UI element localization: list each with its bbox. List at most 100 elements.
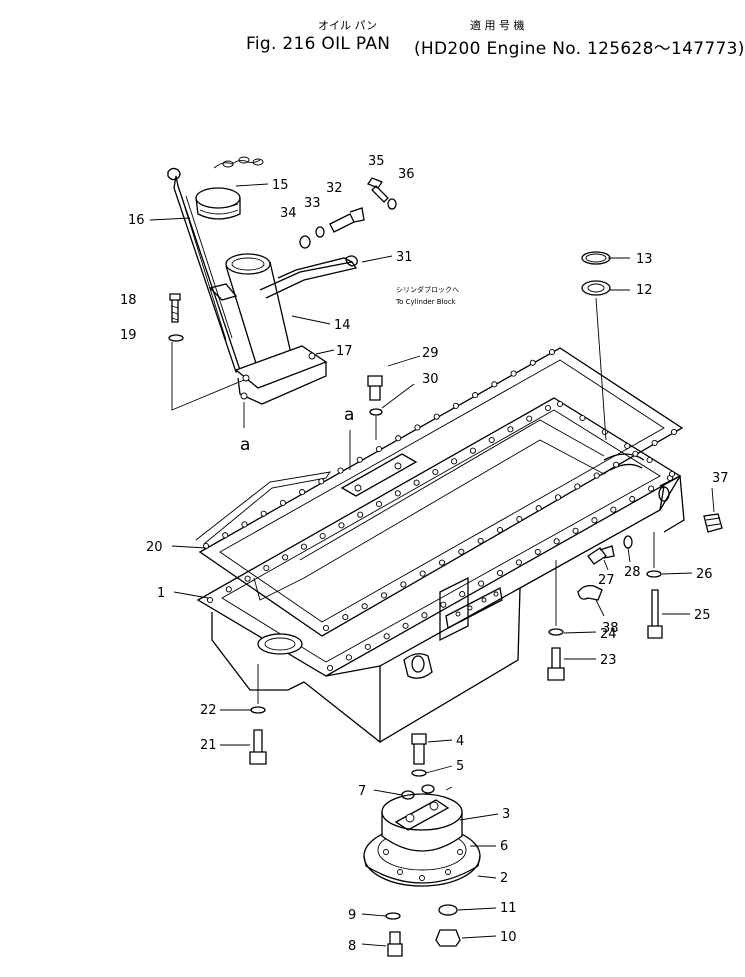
flange-bolt-hole xyxy=(322,624,330,632)
applicable-serial-japanese: 適 用 号 機 xyxy=(470,19,525,32)
flange-bolt-hole xyxy=(477,537,484,544)
washer-19 xyxy=(168,334,184,342)
flange-bolt-hole xyxy=(432,468,439,476)
callout-18: 18 xyxy=(120,293,137,308)
ref-mark-a-left: a xyxy=(240,435,250,455)
flange-bolt-hole xyxy=(419,570,426,577)
flange-bolt-hole xyxy=(400,581,407,588)
flange-bolt-hole xyxy=(516,516,523,523)
plug-10 xyxy=(435,929,461,947)
flange-bolt-hole xyxy=(646,456,653,464)
flange-bolt-hole xyxy=(496,526,504,534)
flange-bolt-hole xyxy=(458,548,465,555)
callout-26: 26 xyxy=(696,567,713,582)
leader-lines xyxy=(149,183,715,947)
flange-bolt-hole xyxy=(574,483,581,490)
flange-bolt-hole xyxy=(318,478,325,485)
callout-23: 23 xyxy=(600,653,617,668)
flange-bolt-hole xyxy=(361,603,368,610)
flange-bolt-hole xyxy=(478,580,485,587)
flange-bolt-hole xyxy=(472,392,479,399)
flange-bolt-hole xyxy=(263,564,270,572)
callout-25: 25 xyxy=(694,608,711,623)
callout-8: 8 xyxy=(348,939,356,954)
flange-bolt-hole xyxy=(383,633,390,640)
flange-bolt-hole xyxy=(593,472,600,479)
callout-31: 31 xyxy=(396,250,413,265)
drain-boss xyxy=(403,653,433,679)
filler-tube-mouth xyxy=(225,253,271,275)
bracket-31-eye xyxy=(345,255,358,267)
plug-37 xyxy=(703,513,723,533)
engine-serial-range: (HD200 Engine No. 125628～147773) xyxy=(414,39,745,59)
callout-12: 12 xyxy=(636,283,653,298)
callout-6: 6 xyxy=(500,839,508,854)
flange-bolt-hole xyxy=(632,450,639,457)
dipstick-rod xyxy=(181,195,233,341)
ref-mark-a-right: a xyxy=(344,405,354,425)
flange-bolt-hole xyxy=(510,370,517,377)
callout-19: 19 xyxy=(120,328,137,343)
callout-30: 30 xyxy=(422,372,439,387)
callout-5: 5 xyxy=(456,759,464,774)
cylinder-block-note-jp: シリンダブロックへ xyxy=(396,285,459,294)
callout-3: 3 xyxy=(502,807,510,822)
callout-14: 14 xyxy=(334,318,351,333)
flange-bolt-hole xyxy=(282,554,289,561)
flange-bolt-hole xyxy=(554,494,562,501)
flange-bolt-hole xyxy=(648,485,655,492)
bolt-25 xyxy=(647,589,663,639)
flange-bolt-hole xyxy=(380,592,388,599)
suction-port xyxy=(257,633,303,655)
flange-bolt-hole xyxy=(629,496,636,503)
bolt-23 xyxy=(547,647,565,681)
flange-bolt-hole xyxy=(535,505,542,512)
callout-28: 28 xyxy=(624,565,641,580)
flange-bolt-hole xyxy=(337,467,344,474)
callout-21: 21 xyxy=(200,738,217,753)
callout-22: 22 xyxy=(200,703,217,718)
flange-bolt-hole xyxy=(579,414,586,422)
flange-bolt-hole xyxy=(206,596,214,604)
flange-bolt-hole xyxy=(241,521,248,528)
flange-bolt-hole xyxy=(357,511,364,518)
flange-bolt-hole xyxy=(488,436,495,444)
tube-clamp xyxy=(208,283,238,301)
bolt-21 xyxy=(249,729,267,765)
flange-bolt-hole xyxy=(507,426,514,433)
flange-bolt-hole xyxy=(375,445,383,453)
flange-bolt-hole xyxy=(451,458,458,465)
flange-bolt-hole xyxy=(356,456,363,463)
callout-32: 32 xyxy=(326,181,343,196)
flange-bolt-hole xyxy=(414,424,421,431)
flange-bolt-hole xyxy=(496,569,504,577)
flange-bolt-hole xyxy=(300,543,307,550)
side-plate xyxy=(439,576,469,642)
callout-16: 16 xyxy=(128,213,145,228)
flange-bolt-hole xyxy=(299,489,306,496)
port-block xyxy=(445,587,503,629)
bolt-4 xyxy=(411,733,427,765)
callout-9: 9 xyxy=(348,908,356,923)
flange-bolt-hole xyxy=(459,591,466,598)
flange-bolt-hole xyxy=(556,400,564,408)
bolt-8 xyxy=(387,931,403,957)
callout-35: 35 xyxy=(368,154,385,169)
flange-bolt-hole xyxy=(319,532,326,540)
flange-bolt-hole xyxy=(413,479,420,486)
callout-37: 37 xyxy=(712,471,729,486)
gasket-11 xyxy=(438,904,458,916)
flange-bolt-hole xyxy=(612,461,620,468)
flange-bolt-hole xyxy=(553,538,560,545)
flange-bolt-hole xyxy=(225,586,232,593)
washer-26 xyxy=(646,570,662,578)
washer-33 xyxy=(315,226,325,238)
flange-bolt-hole xyxy=(610,506,617,513)
callout-2: 2 xyxy=(500,871,508,886)
flange-bolt-hole xyxy=(544,404,552,412)
flange-bolt-hole xyxy=(668,470,676,478)
filler-tube-assembly xyxy=(167,156,397,428)
flange-bolt-hole xyxy=(469,447,476,454)
